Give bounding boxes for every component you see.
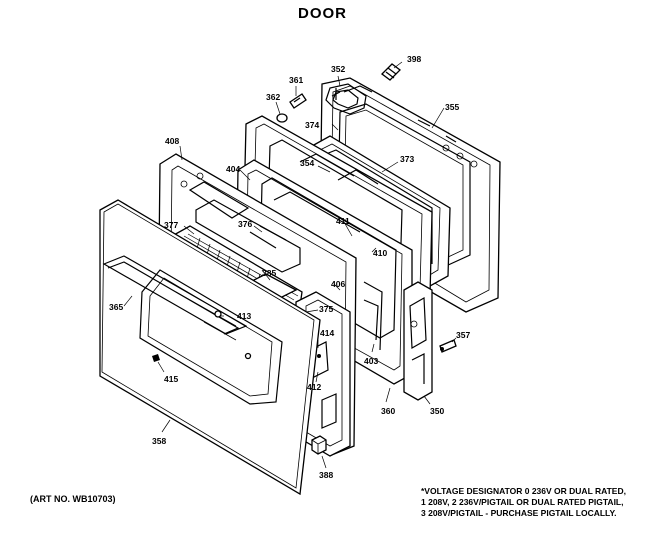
part-352-door-gasket bbox=[325, 83, 367, 115]
callout-406: 406 bbox=[331, 279, 345, 289]
part-358-outer-door bbox=[99, 199, 321, 496]
callout-355: 355 bbox=[445, 102, 459, 112]
callout-414: 414 bbox=[320, 328, 334, 338]
callout-361: 361 bbox=[289, 75, 303, 85]
voltage-note: *VOLTAGE DESIGNATOR 0 236V OR DUAL RATED… bbox=[421, 486, 626, 519]
voltage-note-line-3: 3 208V/PIGTAIL - PURCHASE PIGTAIL LOCALL… bbox=[421, 508, 617, 518]
callout-411: 411 bbox=[336, 216, 350, 226]
callout-415: 415 bbox=[164, 374, 178, 384]
part-398-screw bbox=[381, 63, 401, 81]
diagram-title: DOOR bbox=[298, 5, 347, 22]
callout-374: 374 bbox=[305, 120, 319, 130]
callout-373: 373 bbox=[400, 154, 414, 164]
part-388-clip bbox=[311, 435, 327, 455]
callout-403: 403 bbox=[364, 356, 378, 366]
callout-404: 404 bbox=[226, 164, 240, 174]
callout-352: 352 bbox=[331, 64, 345, 74]
callout-398: 398 bbox=[407, 54, 421, 64]
callout-350: 350 bbox=[430, 406, 444, 416]
callout-357: 357 bbox=[456, 330, 470, 340]
leader-lines bbox=[123, 61, 457, 469]
callout-360: 360 bbox=[381, 406, 395, 416]
voltage-note-line-2: 1 208V, 2 236V/PIGTAIL OR DUAL RATED PIG… bbox=[421, 497, 624, 507]
callout-377: 377 bbox=[164, 220, 178, 230]
callout-385: 385 bbox=[262, 268, 276, 278]
callout-375: 375 bbox=[319, 304, 333, 314]
callout-413: 413 bbox=[237, 311, 251, 321]
callout-365: 365 bbox=[109, 302, 123, 312]
callout-376: 376 bbox=[238, 219, 252, 229]
part-350-hinge-frame bbox=[403, 281, 433, 401]
part-362-washer bbox=[276, 113, 288, 123]
part-361-screw bbox=[289, 93, 307, 109]
callout-410: 410 bbox=[373, 248, 387, 258]
voltage-note-line-1: *VOLTAGE DESIGNATOR 0 236V OR DUAL RATED… bbox=[421, 486, 626, 496]
callout-388: 388 bbox=[319, 470, 333, 480]
callout-408: 408 bbox=[165, 136, 179, 146]
callout-412: 412 bbox=[307, 382, 321, 392]
callout-354: 354 bbox=[300, 158, 314, 168]
callout-362: 362 bbox=[266, 92, 280, 102]
art-number: (ART NO. WB10703) bbox=[30, 494, 116, 504]
callout-labels: 398 352 361 362 355 374 408 354 373 404 … bbox=[109, 54, 470, 480]
callout-358: 358 bbox=[152, 436, 166, 446]
part-357-screw bbox=[439, 339, 457, 353]
